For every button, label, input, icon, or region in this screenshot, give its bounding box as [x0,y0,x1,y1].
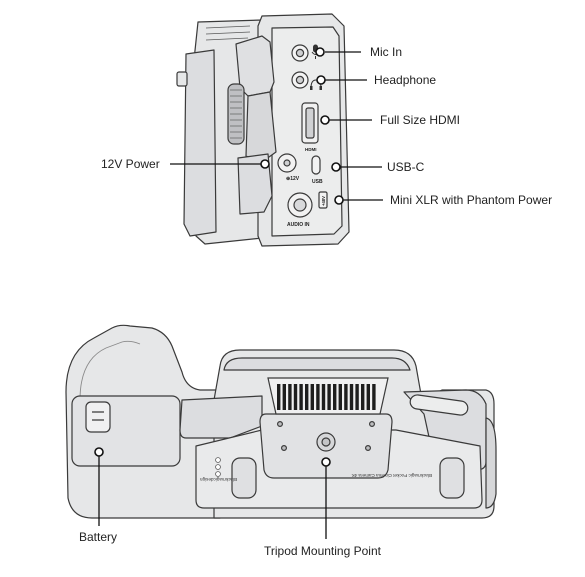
vent-slat [344,384,348,410]
hdmi-marking: HDMI [305,147,317,152]
vent-slat [277,384,281,410]
grip-texture-lines [230,89,242,139]
tripod-mount-core [321,437,331,447]
top-leader-dots [260,47,344,205]
audio-in-marking: AUDIO IN [287,222,310,228]
grip-flap-base [237,153,273,215]
vent-slat [321,384,326,410]
model-marking: Blackmagic Pocket Cinema Camera 4K [351,473,432,478]
battery-latch-groove [92,411,104,421]
hdmi-port-inner [305,107,315,139]
usb-c-dot [331,162,341,172]
foot-pad-right [439,457,465,499]
mini-xlr-label: Mini XLR with Phantom Power [390,193,553,207]
vent-slat [327,384,331,410]
vent-grille [267,377,389,415]
vent-slats [277,384,376,410]
tripod-screw-mr [365,445,372,452]
hdmi-dot [320,115,330,125]
camera-side-view [176,13,350,247]
mini-xlr-dot [334,195,344,205]
brand-marking: Blackmagicdesign [200,477,237,482]
bottom-leader-dots [94,447,331,467]
right-wing-slot [409,394,469,416]
battery-latch [85,401,111,433]
top-leader-lines [170,51,383,201]
tripod-screw-tr [369,421,376,428]
side-lens-tab [176,71,188,87]
headphone-port-hole [295,75,305,85]
usb-c-label: USB-C [387,160,425,174]
grip-inner-shadow [79,340,141,401]
headphone-dot [316,75,326,85]
mic-in-dot [315,47,325,57]
vent-slat [333,384,337,410]
mini-xlr-port-inner [293,198,307,212]
vent-slat [310,384,314,410]
power-12v-label: 12V Power [101,157,160,171]
plus48v-switch [318,191,328,209]
foot-pad-left [231,457,257,499]
left-wing [179,395,263,439]
plus48v-marking: +48V [321,196,326,206]
vent-slat [299,384,303,410]
vent-slat [288,384,292,410]
vent-slat [338,384,342,410]
grip-flap-lip [245,91,277,163]
right-edge-cap [485,417,497,509]
vent-slat [282,384,286,410]
bottom-leader-lines [98,456,327,539]
tripod-screw-tl [277,421,284,428]
power-12v-dot [260,159,270,169]
usb-c-port [311,155,321,175]
vent-slat [361,384,365,410]
full-size-hdmi-label: Full Size HDMI [380,113,461,127]
tripod-screw-ml [281,445,288,452]
vent-slat [305,384,309,410]
mic-in-label: Mic In [370,45,403,59]
power-12v-marking: ⊕12V [286,176,300,182]
indicator-dots [215,457,221,477]
battery-label: Battery [79,530,118,544]
vent-slat [349,384,354,410]
tripod-mount-label: Tripod Mounting Point [264,544,381,558]
vent-slat [366,384,370,410]
headphone-label: Headphone [374,73,437,87]
mic-in-port-hole [295,48,305,58]
usb-marking: USB [312,179,323,185]
vent-slat [316,384,320,410]
camera-bottom-view [65,324,497,519]
power-12v-port-hole [283,159,291,167]
vent-slat [355,384,359,410]
side-top-ridges [205,25,251,41]
vent-slat [293,384,298,410]
battery-dot [94,447,104,457]
center-body-top-band [223,357,411,371]
vent-slat [372,384,376,410]
side-housing-left-slab [183,49,217,237]
tripod-dot [321,457,331,467]
